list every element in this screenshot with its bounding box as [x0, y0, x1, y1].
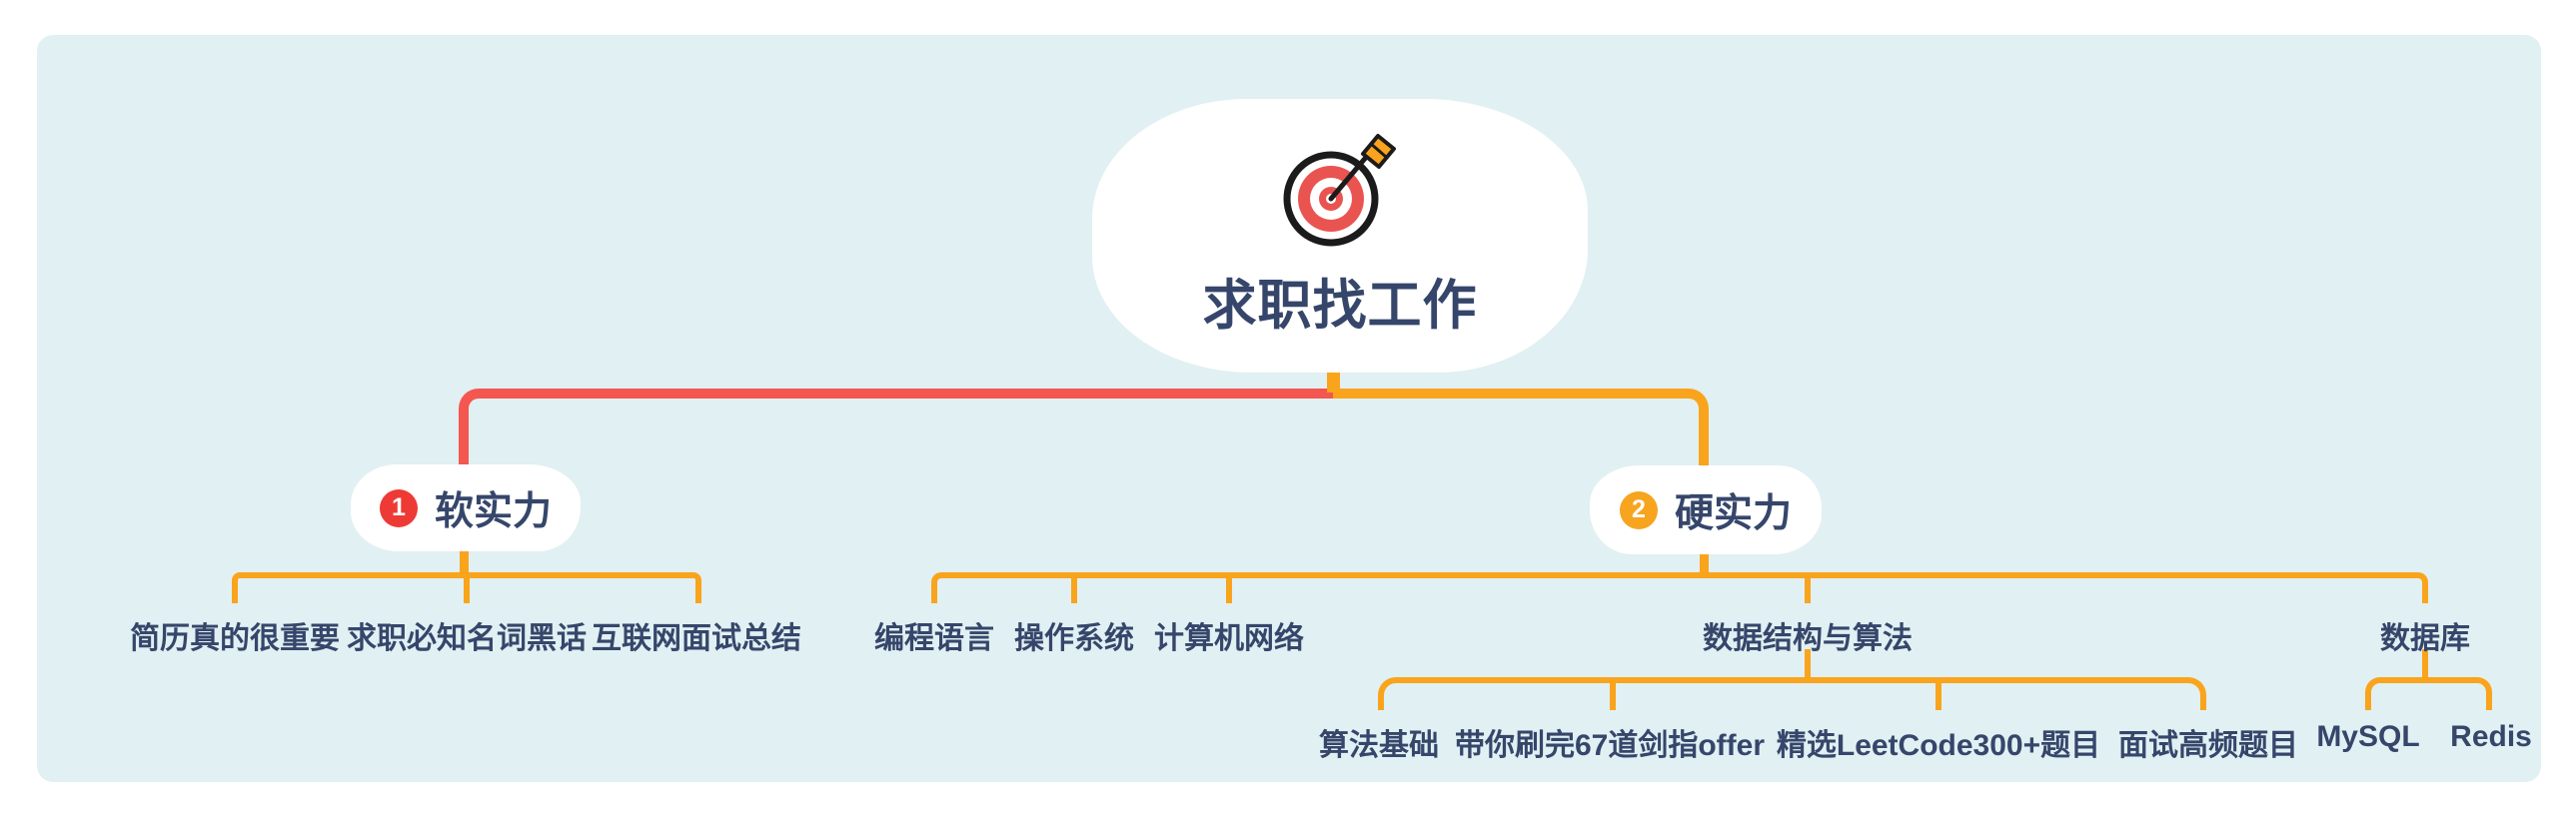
node-data-structures-algorithms[interactable]: 数据结构与算法: [1703, 622, 1913, 655]
leaf-resume[interactable]: 简历真的很重要: [130, 622, 340, 655]
branch-node-soft-skills[interactable]: 1 软实力: [351, 464, 581, 551]
leaf-computer-network[interactable]: 计算机网络: [1154, 622, 1304, 655]
badge-number-2: 2: [1619, 490, 1658, 529]
connector-dsa-child-drop: [1935, 680, 1941, 710]
leaf-programming-language[interactable]: 编程语言: [874, 622, 994, 655]
board-background: 求职找工作 1 软实力 2 硬实力 简历真的很重要 求职必知名词黑话 互联网面试…: [37, 35, 2541, 782]
connector-db-stem: [2422, 649, 2428, 680]
target-with-arrow-icon: [1283, 133, 1396, 246]
branch-label-soft-skills: 软实力: [434, 489, 552, 533]
leaf-redis[interactable]: Redis: [2450, 720, 2532, 753]
leaf-interview-notes[interactable]: 互联网面试总结: [592, 622, 801, 655]
connector-hard-child-drop: [1071, 575, 1077, 603]
connector-dsa-children-bracket: [1378, 677, 2206, 710]
leaf-algorithm-basics[interactable]: 算法基础: [1319, 729, 1439, 762]
connector-soft-stem: [460, 542, 469, 576]
connector-hard-stem: [1700, 546, 1709, 576]
connector-root-stub: [1327, 367, 1340, 393]
connector-root-to-hard: [1333, 389, 1709, 480]
leaf-frequent-questions[interactable]: 面试高频题目: [2118, 729, 2298, 762]
connector-hard-child-drop: [1805, 575, 1811, 603]
leaf-sword-offer[interactable]: 带你刷完67道剑指offer: [1454, 729, 1766, 762]
leaf-jargon[interactable]: 求职必知名词黑话: [347, 622, 587, 655]
root-label: 求职找工作: [1202, 275, 1478, 336]
branch-label-hard-skills: 硬实力: [1674, 491, 1792, 535]
connector-root-to-soft: [459, 389, 1333, 480]
node-database[interactable]: 数据库: [2380, 622, 2470, 655]
connector-dsa-child-drop: [1610, 680, 1616, 710]
connector-soft-child-drop: [464, 575, 470, 603]
connector-hard-children-bracket: [931, 572, 2428, 603]
leaf-mysql[interactable]: MySQL: [2316, 720, 2420, 753]
branch-node-hard-skills[interactable]: 2 硬实力: [1590, 465, 1822, 554]
connector-db-children-bracket: [2365, 677, 2492, 710]
leaf-operating-system[interactable]: 操作系统: [1014, 622, 1134, 655]
root-node[interactable]: 求职找工作: [1092, 99, 1588, 373]
connector-hard-child-drop: [1226, 575, 1232, 603]
connector-dsa-stem: [1805, 649, 1811, 680]
leaf-leetcode-300[interactable]: 精选LeetCode300+题目: [1776, 729, 2101, 762]
badge-number-1: 1: [379, 488, 418, 527]
